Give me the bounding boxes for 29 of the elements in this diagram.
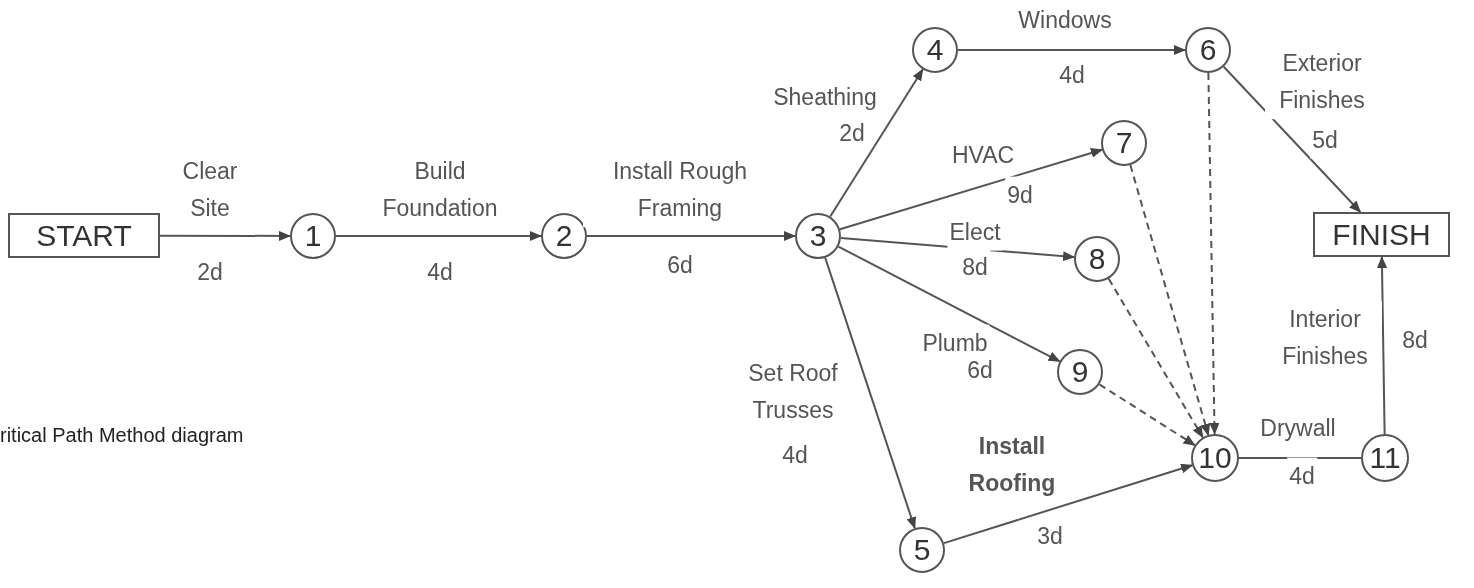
- arrow: [1222, 65, 1362, 213]
- dashed-arrow: [1207, 72, 1220, 435]
- dashed-arrow: [1129, 164, 1211, 436]
- arrow: [839, 148, 1103, 231]
- event-circle: 3: [795, 213, 841, 259]
- arrow: [1377, 256, 1387, 435]
- event-circle: 4: [912, 27, 958, 73]
- event-circle: 8: [1074, 236, 1120, 282]
- event-circle: 9: [1057, 349, 1103, 395]
- arrow: [824, 256, 917, 530]
- event-circle: 5: [899, 527, 945, 573]
- arrow: [829, 68, 924, 218]
- event-circle: 11: [1361, 434, 1409, 482]
- arrow: [586, 231, 796, 241]
- event-circle: 2: [541, 213, 587, 259]
- arrow: [335, 231, 542, 241]
- milestone-box: START: [8, 213, 160, 258]
- arrow: [159, 230, 291, 241]
- milestone-box: FINISH: [1313, 212, 1450, 257]
- caption: ritical Path Method diagram: [0, 424, 244, 447]
- arrow: [942, 463, 1194, 545]
- event-circle: 6: [1185, 27, 1231, 73]
- arrow: [837, 245, 1061, 363]
- dashed-arrow: [1107, 277, 1204, 439]
- event-circle: 1: [290, 213, 336, 259]
- arrow: [957, 45, 1186, 55]
- event-circle: 10: [1191, 434, 1239, 482]
- dashed-arrow: [1098, 383, 1196, 447]
- event-circle: 7: [1101, 120, 1147, 166]
